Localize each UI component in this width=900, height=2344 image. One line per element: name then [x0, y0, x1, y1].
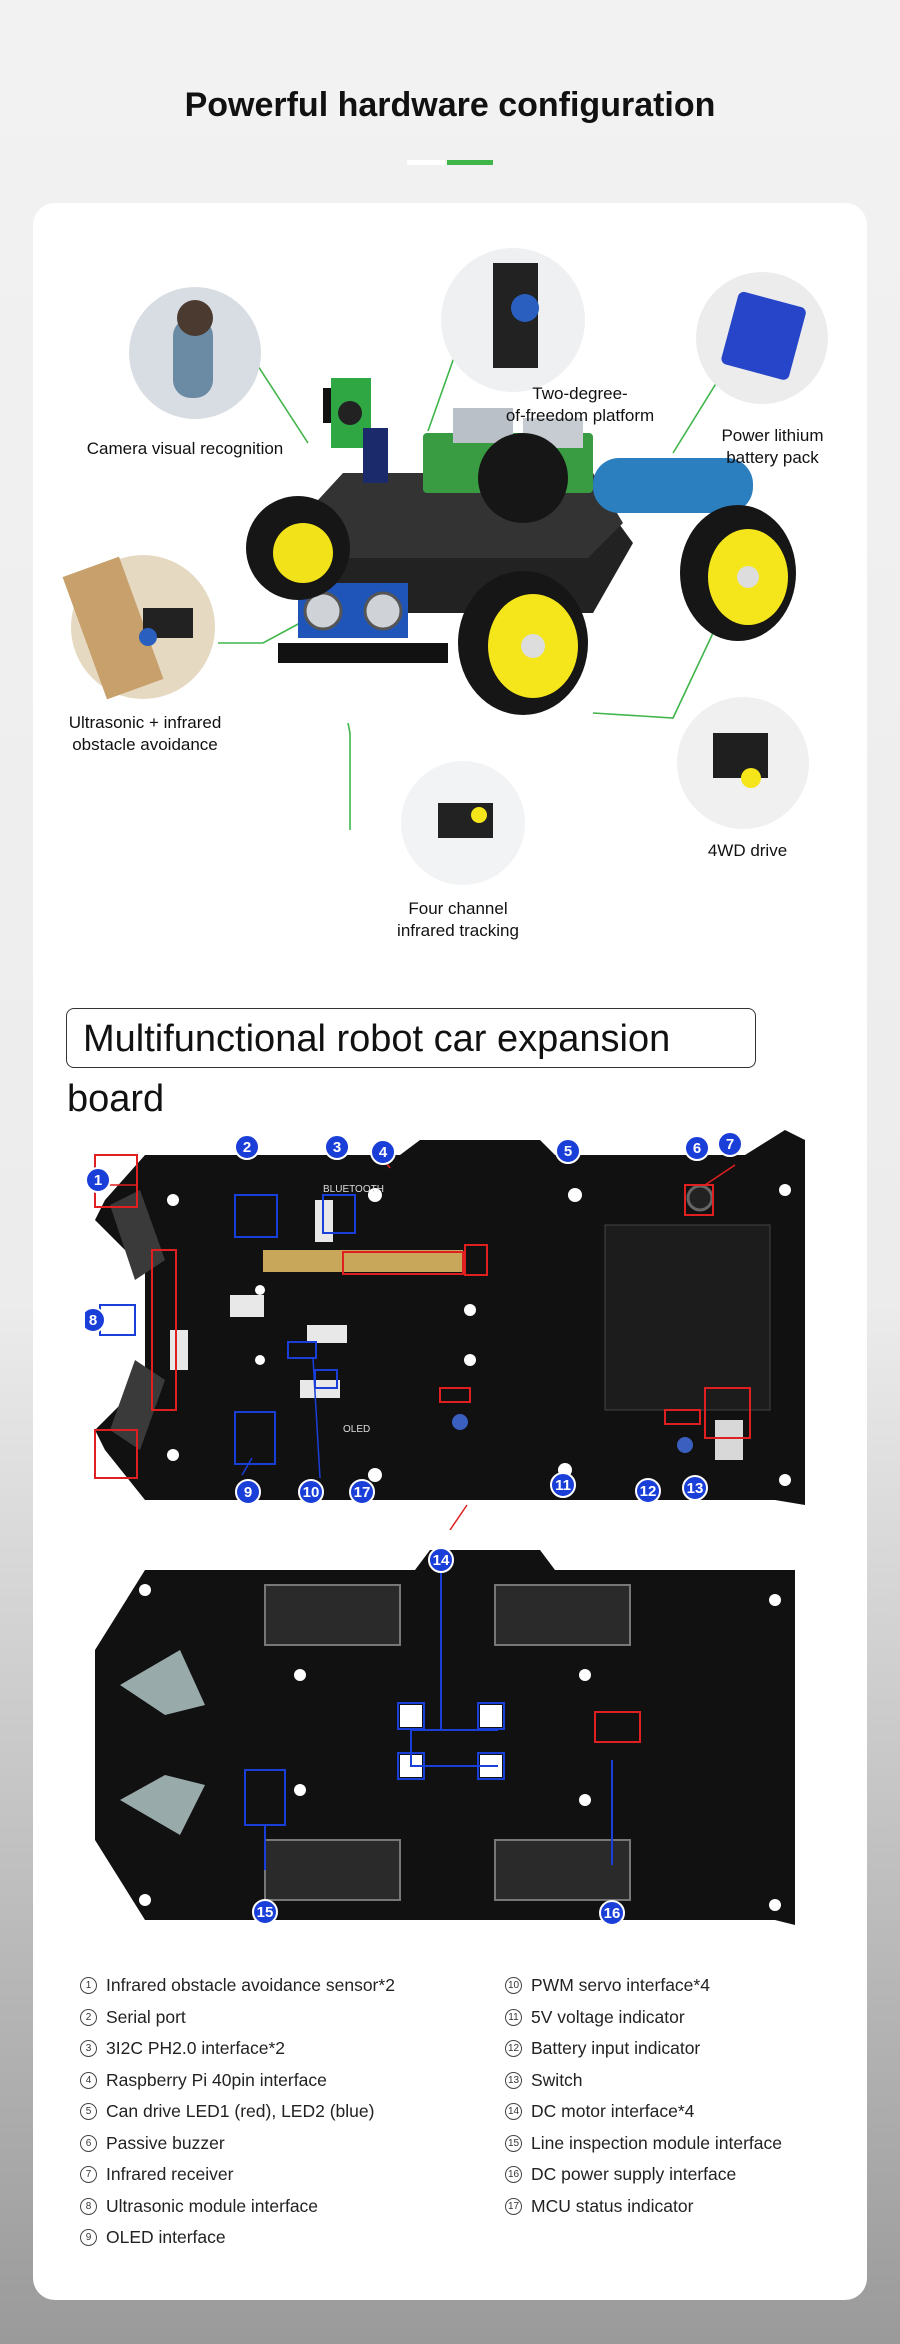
board-top-diagram: BLUETOOTH OLED 1 2 3 4 5 6 7 8 9 10 11 1… [85, 1130, 805, 1530]
svg-text:11: 11 [555, 1477, 571, 1494]
feature-label-battery: Power lithium battery pack [721, 426, 824, 467]
marker-10: 10 [298, 1479, 324, 1505]
title-underline [407, 160, 493, 165]
feature-label-tracking: Four channel infrared tracking [397, 899, 519, 940]
board-bottom-diagram: 14 15 16 [95, 1547, 795, 1926]
marker-11: 11 [550, 1472, 576, 1498]
markers-bottom: 14 15 16 [252, 1547, 625, 1926]
marker-13: 13 [682, 1475, 708, 1501]
marker-16: 16 [599, 1900, 625, 1926]
marker-15: 15 [252, 1899, 278, 1925]
silkscreen-oled: OLED [343, 1424, 370, 1435]
svg-text:12: 12 [640, 1483, 657, 1500]
marker-8: 8 [85, 1307, 106, 1333]
svg-text:10: 10 [303, 1484, 320, 1501]
car-illustration [62, 248, 828, 885]
svg-text:13: 13 [687, 1480, 704, 1497]
feature-label-4wd: 4WD drive [707, 841, 788, 860]
svg-text:16: 16 [604, 1905, 621, 1922]
feature-label-camera: Camera visual recognition [86, 439, 284, 458]
board-section-title: Multifunctional robot car expansion boar… [66, 1008, 756, 1120]
marker-7: 7 [717, 1131, 743, 1157]
marker-5: 5 [555, 1138, 581, 1164]
svg-text:1: 1 [94, 1172, 102, 1189]
svg-text:2: 2 [243, 1139, 251, 1156]
svg-text:3: 3 [333, 1139, 341, 1156]
marker-14: 14 [428, 1547, 454, 1573]
silkscreen-bluetooth: BLUETOOTH [323, 1184, 384, 1195]
svg-text:15: 15 [257, 1904, 274, 1921]
marker-2: 2 [234, 1134, 260, 1160]
marker-4: 4 [370, 1139, 396, 1165]
marker-12: 12 [635, 1478, 661, 1504]
markers-top: 1 2 3 4 5 6 7 8 9 10 11 12 13 17 [85, 1131, 743, 1505]
marker-1: 1 [85, 1167, 111, 1193]
feature-label-obstacle: Ultrasonic + infrared obstacle avoidance [68, 713, 222, 754]
svg-text:14: 14 [433, 1552, 450, 1569]
svg-text:7: 7 [726, 1136, 734, 1153]
marker-6: 6 [684, 1135, 710, 1161]
marker-3: 3 [324, 1134, 350, 1160]
svg-text:6: 6 [693, 1140, 701, 1157]
feature-label-platform: Two-degree- of-freedom platform [505, 384, 655, 425]
page-title: Powerful hardware configuration [184, 86, 716, 124]
svg-text:5: 5 [564, 1143, 572, 1160]
svg-text:8: 8 [89, 1312, 97, 1329]
svg-text:9: 9 [244, 1484, 252, 1501]
svg-text:17: 17 [354, 1484, 371, 1501]
marker-17: 17 [349, 1479, 375, 1505]
marker-9: 9 [235, 1479, 261, 1505]
svg-text:4: 4 [379, 1144, 388, 1161]
